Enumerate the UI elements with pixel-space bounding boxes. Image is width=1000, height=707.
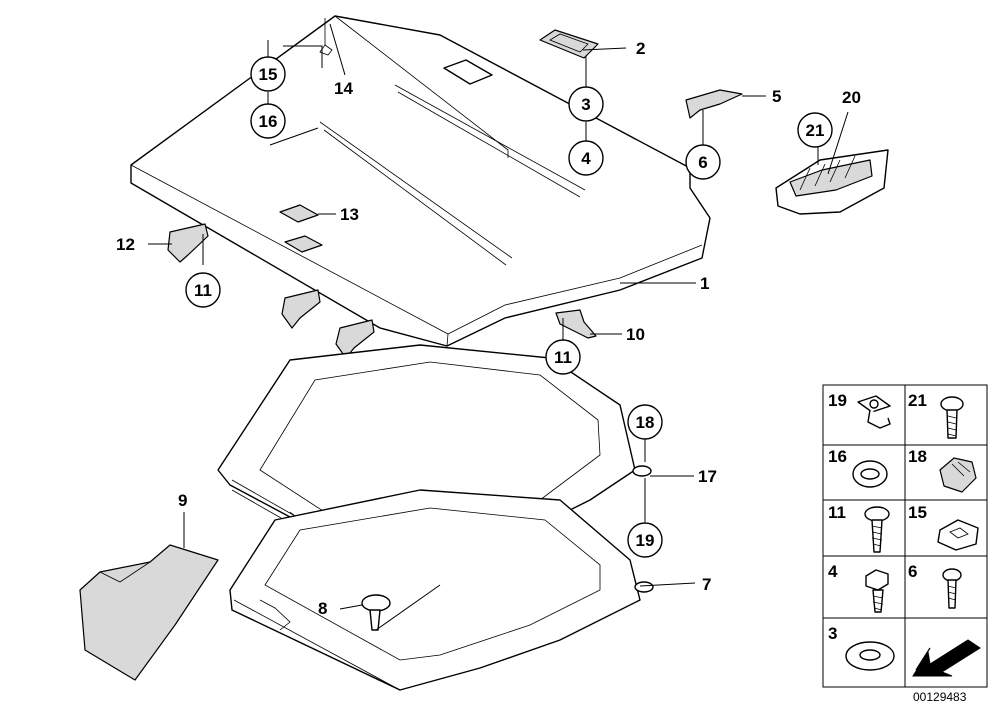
legend-label-6: 6 — [908, 562, 917, 581]
callout-11a: 11 — [194, 281, 212, 300]
grommet-17 — [632, 465, 654, 593]
callout-7: 7 — [702, 575, 711, 594]
callout-2: 2 — [636, 39, 645, 58]
callout-circle-21 — [797, 112, 833, 148]
grommet-15-icon — [937, 519, 979, 551]
callout-16: 16 — [259, 112, 278, 131]
callout-8: 8 — [318, 599, 327, 618]
callout-19: 19 — [636, 531, 655, 550]
small-parts-legend: 19 21 16 18 11 15 4 6 3 — [822, 384, 988, 688]
direction-arrow-icon — [912, 639, 981, 677]
callout-circle-3 — [568, 86, 604, 122]
washer-3-icon — [845, 641, 895, 671]
hinge-5 — [685, 89, 743, 119]
clip-19-icon — [857, 395, 891, 429]
grip-2 — [539, 29, 599, 59]
push-pin-8 — [361, 594, 391, 631]
callout-6: 6 — [698, 153, 707, 172]
callout-circle-16 — [250, 103, 286, 139]
screw-21-icon — [940, 396, 964, 439]
callout-circle-18 — [627, 404, 663, 440]
callout-3: 3 — [581, 95, 590, 114]
callout-4: 4 — [581, 149, 591, 168]
callout-labels: 1 2 3 4 5 6 7 8 9 10 11 11 12 13 14 15 1… — [116, 39, 861, 618]
callout-14: 14 — [334, 79, 353, 98]
callout-5: 5 — [772, 87, 781, 106]
callout-circle-15 — [250, 56, 286, 92]
hex-bolt-4-icon — [865, 569, 889, 613]
lower-tub-floor — [229, 489, 641, 691]
callout-21: 21 — [806, 121, 825, 140]
legend-label-19: 19 — [828, 391, 847, 410]
leader-lines — [148, 23, 849, 631]
grommet-16-icon — [852, 460, 888, 488]
legend-label-11: 11 — [828, 503, 846, 522]
callout-17: 17 — [698, 467, 717, 486]
callout-circles — [185, 56, 833, 558]
callout-10: 10 — [626, 325, 645, 344]
callout-12: 12 — [116, 235, 135, 254]
callout-circle-4 — [568, 140, 604, 176]
legend-label-3: 3 — [828, 624, 837, 643]
callout-11b: 11 — [554, 348, 572, 367]
trunk-floor-panel — [130, 15, 711, 347]
callout-20: 20 — [842, 88, 861, 107]
insulation-block-9 — [79, 544, 219, 681]
callout-9: 9 — [178, 491, 187, 510]
callout-circle-11a — [185, 272, 221, 308]
legend-label-21: 21 — [908, 391, 927, 410]
panel-handle-13 — [279, 204, 323, 253]
plastic-nut-18-icon — [939, 457, 977, 493]
legend-label-4: 4 — [828, 562, 838, 581]
callout-circle-19 — [627, 522, 663, 558]
legend-label-15: 15 — [908, 503, 927, 522]
callout-15: 15 — [259, 65, 278, 84]
callout-circle-11b — [545, 339, 581, 375]
callout-18: 18 — [636, 413, 655, 432]
screw-11-icon — [864, 506, 890, 553]
callout-circle-6 — [685, 144, 721, 180]
callout-13: 13 — [340, 205, 359, 224]
clip-10 — [555, 309, 597, 339]
legend-label-16: 16 — [828, 447, 847, 466]
bracket-mid-a — [281, 289, 321, 329]
bracket-12 — [167, 223, 209, 263]
screw-6-icon — [942, 568, 962, 609]
bracket-mid-b — [335, 319, 375, 359]
reference-number: 00129483 — [913, 690, 967, 704]
callout-1: 1 — [700, 274, 709, 293]
connector-20 — [775, 149, 889, 215]
legend-label-18: 18 — [908, 447, 927, 466]
